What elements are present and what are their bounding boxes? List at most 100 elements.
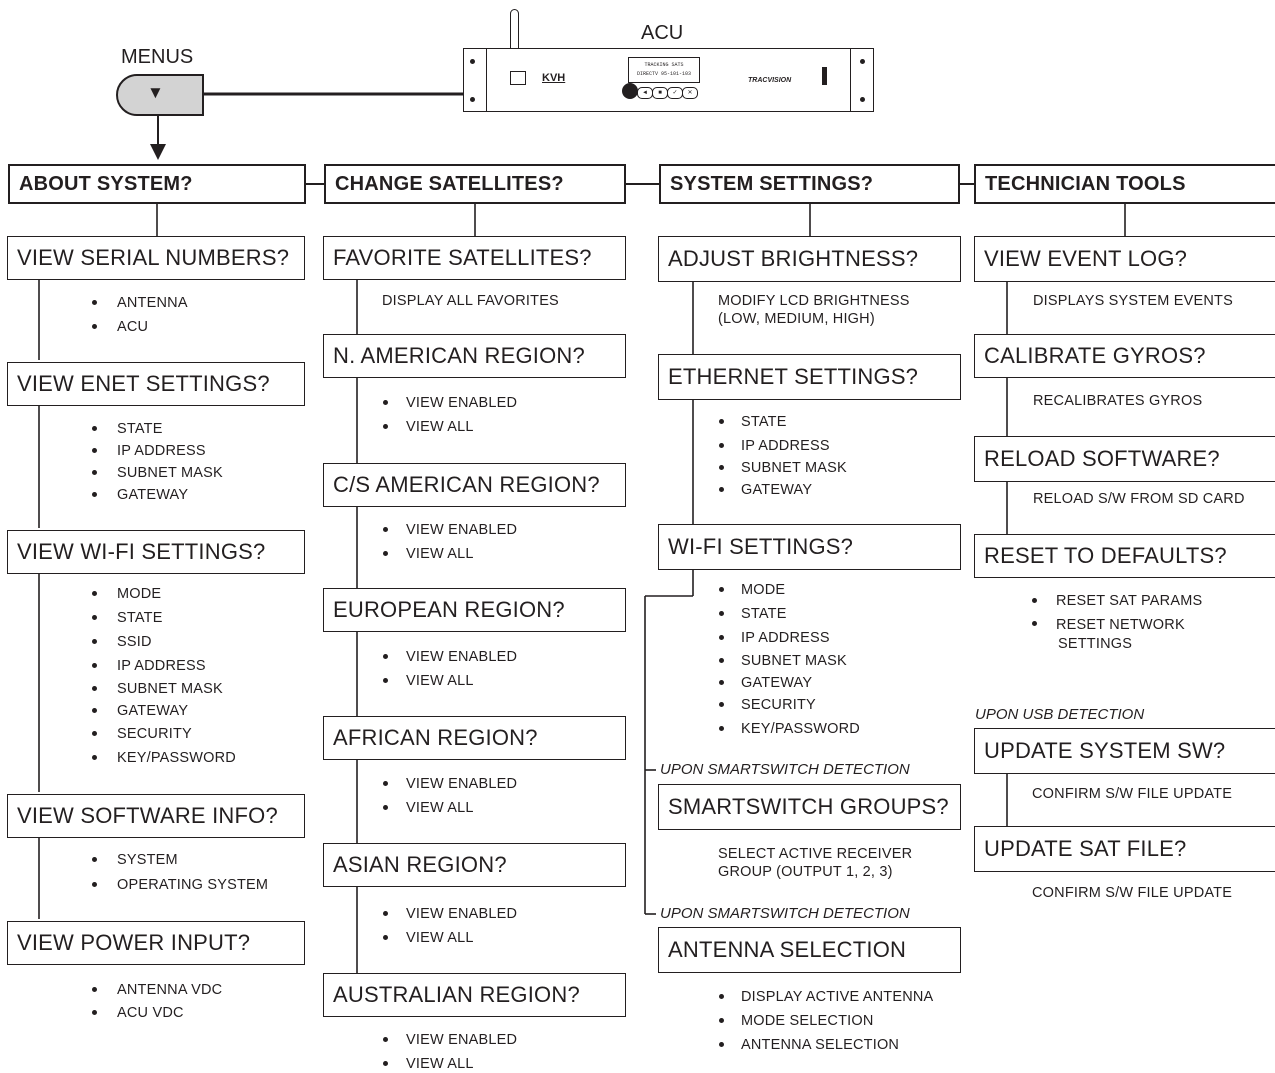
- view-power-input-item[interactable]: VIEW POWER INPUT?: [7, 921, 305, 965]
- acu-label: ACU: [641, 22, 684, 44]
- list-item: SUBNET MASK: [117, 681, 223, 697]
- bullet: [719, 487, 724, 492]
- bullet: [719, 702, 724, 707]
- reload-software-item[interactable]: RELOAD SOFTWARE?: [974, 436, 1275, 482]
- bullet: [383, 1037, 388, 1042]
- bullet: [92, 639, 97, 644]
- list-item: VIEW ENABLED: [406, 776, 518, 792]
- calibrate-gyros-item[interactable]: CALIBRATE GYROS?: [974, 334, 1275, 378]
- list-item: RESET NETWORK: [1056, 617, 1185, 633]
- antenna-selection-item[interactable]: ANTENNA SELECTION: [658, 927, 961, 973]
- smartswitch-groups-item[interactable]: SMARTSWITCH GROUPS?: [658, 784, 961, 830]
- list-item: SSID: [117, 634, 152, 650]
- list-item: VIEW ALL: [406, 1056, 474, 1072]
- bullet: [719, 680, 724, 685]
- bullet: [383, 678, 388, 683]
- ok-button[interactable]: ✓: [667, 87, 683, 99]
- brightness-description-2: (LOW, MEDIUM, HIGH): [718, 311, 875, 327]
- bullet: [719, 465, 724, 470]
- left-rack-ear: [464, 49, 487, 111]
- gyros-description: RECALIBRATES GYROS: [1033, 393, 1203, 409]
- bullet: [92, 300, 97, 305]
- list-item: STATE: [741, 414, 787, 430]
- smartswitch-description-1: SELECT ACTIVE RECEIVER: [718, 846, 913, 862]
- list-item: VIEW ENABLED: [406, 395, 518, 411]
- system-settings-header[interactable]: SYSTEM SETTINGS?: [659, 164, 960, 204]
- stop-button[interactable]: ■: [652, 87, 668, 99]
- ethernet-settings-item[interactable]: ETHERNET SETTINGS?: [658, 354, 961, 400]
- view-serial-numbers-item[interactable]: VIEW SERIAL NUMBERS?: [7, 236, 305, 280]
- list-item: MODE: [741, 582, 786, 598]
- reset-to-defaults-item[interactable]: RESET TO DEFAULTS?: [974, 534, 1275, 578]
- view-enet-settings-item[interactable]: VIEW ENET SETTINGS?: [7, 362, 305, 406]
- wifi-settings-item[interactable]: WI-FI SETTINGS?: [658, 524, 961, 570]
- adjust-brightness-item[interactable]: ADJUST BRIGHTNESS?: [658, 236, 961, 282]
- usb-detection-note: UPON USB DETECTION: [975, 706, 1145, 723]
- list-item: ACU: [117, 319, 149, 335]
- technician-tools-header[interactable]: TECHNICIAN TOOLS: [974, 164, 1275, 204]
- bullet: [1032, 598, 1037, 603]
- list-item: SUBNET MASK: [117, 465, 223, 481]
- australian-region-item[interactable]: AUSTRALIAN REGION?: [323, 973, 626, 1017]
- european-region-item[interactable]: EUROPEAN REGION?: [323, 588, 626, 632]
- list-item: ACU VDC: [117, 1005, 184, 1021]
- bullet: [383, 1061, 388, 1066]
- update-sat-file-item[interactable]: UPDATE SAT FILE?: [974, 826, 1275, 872]
- chevron-down-icon: ▼: [147, 83, 164, 102]
- screw-icon: [470, 97, 475, 102]
- back-button[interactable]: ◄: [637, 87, 653, 99]
- bullet: [383, 911, 388, 916]
- n-american-region-item[interactable]: N. AMERICAN REGION?: [323, 334, 626, 378]
- cs-american-region-item[interactable]: C/S AMERICAN REGION?: [323, 463, 626, 507]
- bullet: [92, 857, 97, 862]
- list-item: RESET SAT PARAMS: [1056, 593, 1203, 609]
- bullet: [383, 935, 388, 940]
- list-item: GATEWAY: [741, 675, 813, 691]
- brightness-description-1: MODIFY LCD BRIGHTNESS: [718, 293, 910, 309]
- list-item: VIEW ENABLED: [406, 649, 518, 665]
- list-item: SECURITY: [741, 697, 816, 713]
- bullet: [383, 527, 388, 532]
- list-item: DISPLAY ACTIVE ANTENNA: [741, 989, 934, 1005]
- bullet: [92, 708, 97, 713]
- bullet: [383, 400, 388, 405]
- bullet: [719, 443, 724, 448]
- bullet: [92, 882, 97, 887]
- list-item: VIEW ENABLED: [406, 906, 518, 922]
- smartswitch-description-2: GROUP (OUTPUT 1, 2, 3): [718, 864, 893, 880]
- list-item: VIEW ENABLED: [406, 522, 518, 538]
- bullet: [92, 426, 97, 431]
- asian-region-item[interactable]: ASIAN REGION?: [323, 843, 626, 887]
- view-software-info-item[interactable]: VIEW SOFTWARE INFO?: [7, 794, 305, 838]
- lcd-display: TRACKING SATS DIRECTV 95-101-103: [628, 57, 700, 83]
- favorites-description: DISPLAY ALL FAVORITES: [382, 293, 559, 309]
- african-region-item[interactable]: AFRICAN REGION?: [323, 716, 626, 760]
- view-wifi-settings-item[interactable]: VIEW WI-FI SETTINGS?: [7, 530, 305, 574]
- change-satellites-header[interactable]: CHANGE SATELLITES?: [324, 164, 626, 204]
- bullet: [719, 658, 724, 663]
- about-system-header[interactable]: ABOUT SYSTEM?: [8, 164, 306, 204]
- bullet: [719, 419, 724, 424]
- bullet: [719, 1018, 724, 1023]
- list-item: GATEWAY: [117, 703, 189, 719]
- bullet: [92, 731, 97, 736]
- view-event-log-item[interactable]: VIEW EVENT LOG?: [974, 236, 1275, 282]
- list-item: GATEWAY: [117, 487, 189, 503]
- bullet: [719, 587, 724, 592]
- list-item: ANTENNA: [117, 295, 188, 311]
- screw-icon: [470, 59, 475, 64]
- screw-icon: [860, 59, 865, 64]
- right-rack-ear: [850, 49, 873, 111]
- list-item: STATE: [117, 610, 163, 626]
- bullet: [719, 726, 724, 731]
- update-system-sw-item[interactable]: UPDATE SYSTEM SW?: [974, 728, 1275, 774]
- screw-icon: [860, 97, 865, 102]
- smartswitch-detection-note: UPON SMARTSWITCH DETECTION: [660, 905, 910, 922]
- favorite-satellites-item[interactable]: FAVORITE SATELLITES?: [323, 236, 626, 280]
- bullet: [92, 755, 97, 760]
- cancel-button[interactable]: ✕: [682, 87, 698, 99]
- control-knob[interactable]: [622, 83, 638, 99]
- bullet: [383, 424, 388, 429]
- list-item: SYSTEM: [117, 852, 178, 868]
- acu-device: KVH TRACKING SATS DIRECTV 95-101-103 ◄ ■…: [463, 9, 874, 112]
